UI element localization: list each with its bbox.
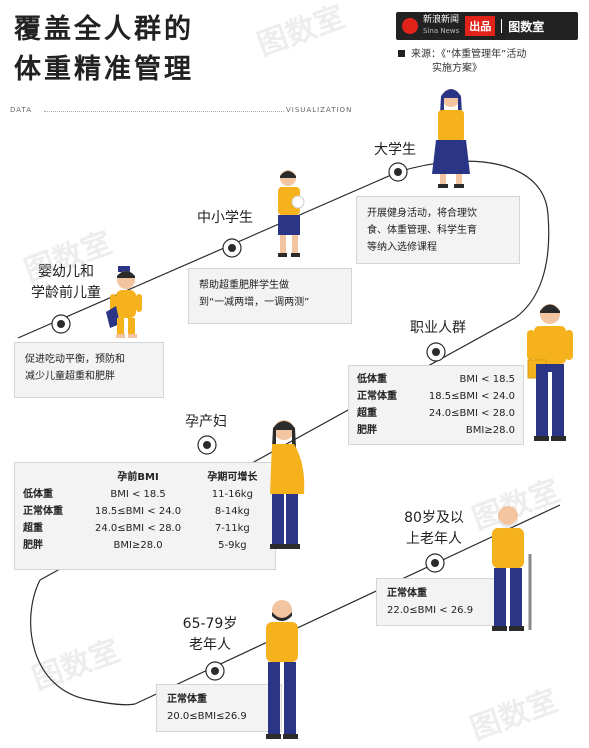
stage-pregnant-title: 孕产妇 <box>185 414 227 430</box>
student-figure-icon <box>278 170 305 257</box>
logo-badge: 出品 <box>465 16 496 36</box>
page-title-line2: 体重精准管理 <box>14 54 194 85</box>
stage-student-title: 中小学生 <box>197 210 253 226</box>
college-figure-icon <box>432 89 470 188</box>
stage-elder65-panel: 正常体重 20.0≤BMI≤26.9 <box>156 684 282 732</box>
timeline-node-college <box>388 162 408 182</box>
source-note: 来源：《“体重管理年”活动 实施方案》 <box>398 48 526 76</box>
page-title: 覆盖全人群的 体重精准管理 <box>14 10 194 90</box>
logo-product: 图数室 <box>508 19 545 34</box>
timeline-node-student <box>222 238 242 258</box>
timeline-node-elder65 <box>205 661 225 681</box>
stage-elder65-title: 65-79岁 老年人 <box>182 616 238 653</box>
stage-worker-title: 职业人群 <box>410 320 466 336</box>
stage-student-panel: 帮助超重肥胖学生做 到“一减两增，一调两测” <box>188 268 352 324</box>
strip-right: VISUALIZATION <box>286 106 353 114</box>
square-bullet-icon <box>398 50 405 57</box>
stage-college-panel: 开展健身活动，将合理饮 食、体重管理、科学生育 等纳入选修课程 <box>356 196 520 264</box>
logo-brand: 新浪新闻 <box>423 15 460 25</box>
logo-brand-en: Sina News <box>423 27 460 35</box>
infant-figure-icon <box>106 266 142 338</box>
elder80-figure-icon <box>492 506 532 631</box>
timeline-node-pregnant <box>197 435 217 455</box>
timeline-node-worker <box>426 342 446 362</box>
stage-elder80-panel: 正常体重 22.0≤BMI < 26.9 <box>376 578 502 626</box>
stage-college-title: 大学生 <box>374 142 416 158</box>
stage-elder80-title: 80岁及以 上老年人 <box>404 510 464 547</box>
worker-figure-icon <box>527 304 573 441</box>
timeline-node-elder80 <box>425 553 445 573</box>
timeline-node-infant <box>51 314 71 334</box>
data-strip: DATA VISUALIZATION <box>10 106 353 118</box>
pregnant-figure-icon <box>270 420 305 549</box>
sina-logo: 新浪新闻 Sina News 出品 图数室 <box>396 12 578 40</box>
stage-infant-title: 婴幼儿和 学龄前儿童 <box>31 264 101 301</box>
source-line1: 《“体重管理年”活动 <box>441 49 527 60</box>
source-line2: 实施方案》 <box>432 63 482 74</box>
sina-eye-icon <box>402 18 418 34</box>
strip-left: DATA <box>10 106 33 114</box>
stage-infant-panel: 促进吃动平衡，预防和 减少儿童超重和肥胖 <box>14 342 164 398</box>
elder65-figure-icon <box>266 600 298 739</box>
source-label: 来源： <box>411 49 441 60</box>
page-title-line1: 覆盖全人群的 <box>14 14 194 45</box>
